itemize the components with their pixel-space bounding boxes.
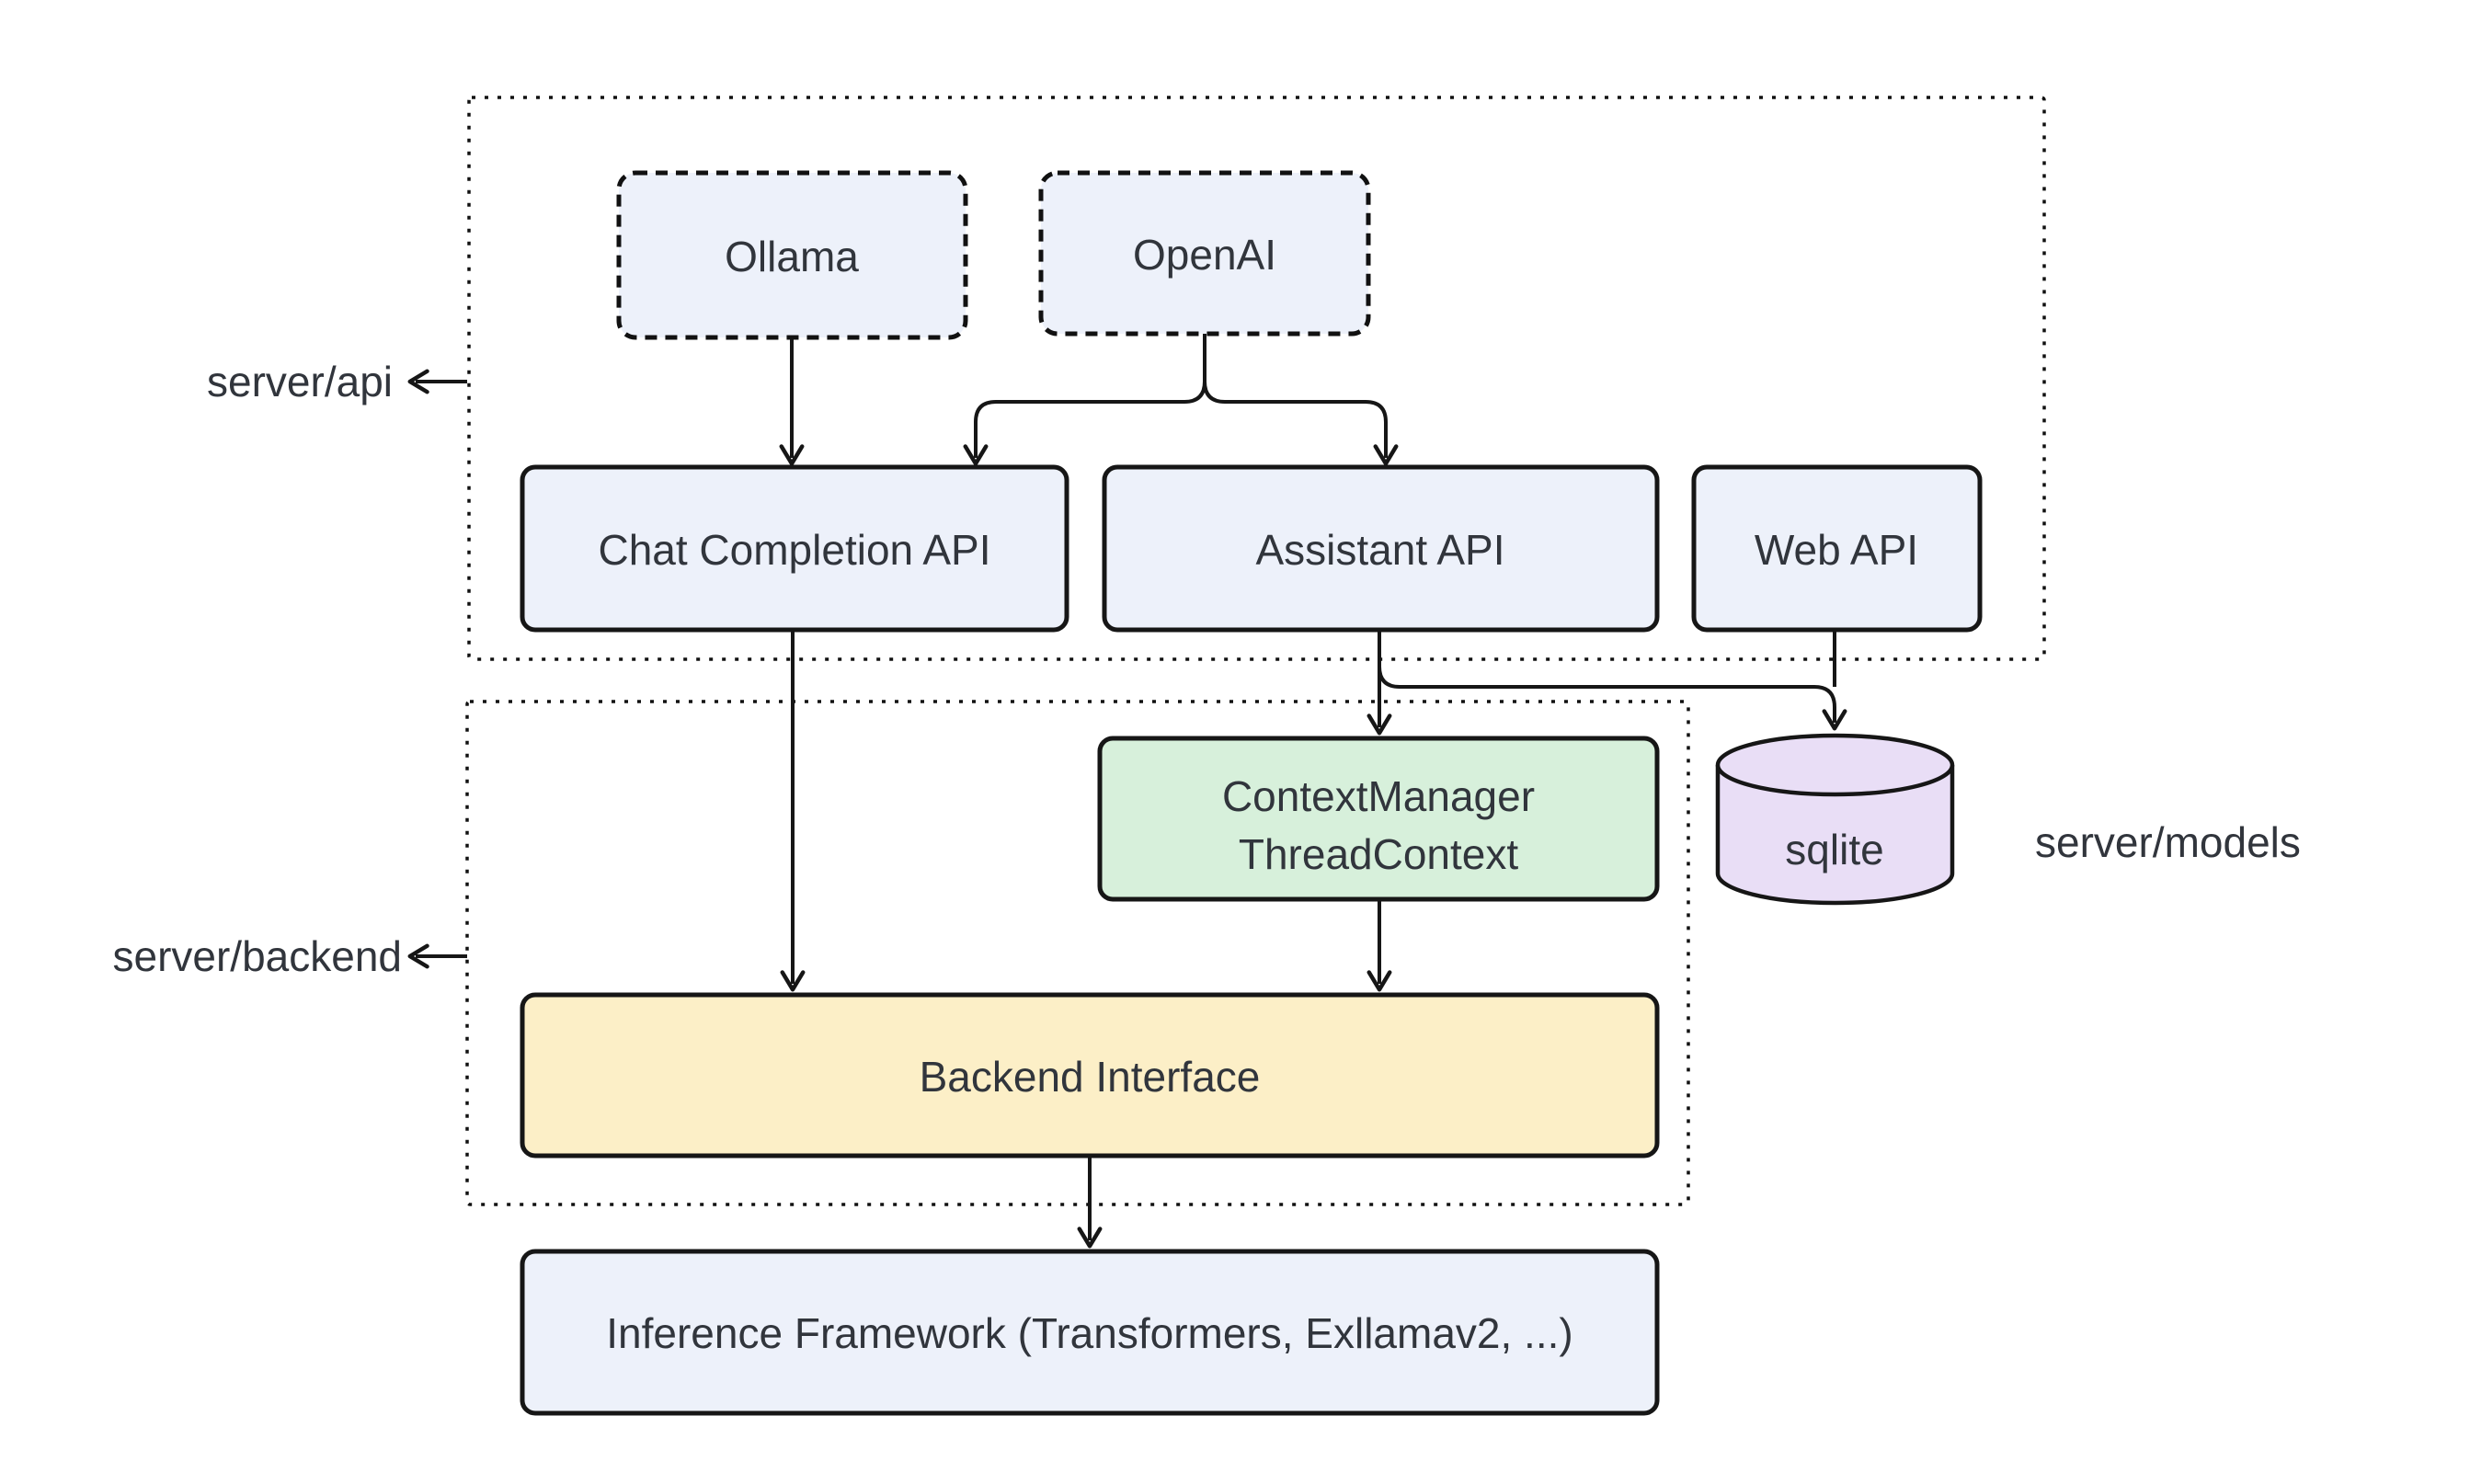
node-openai-label: OpenAI: [1133, 231, 1276, 279]
node-context-manager-label-line2: ThreadContext: [1239, 830, 1518, 878]
node-ollama-label: Ollama: [725, 233, 859, 280]
server-models-group-label: server/models: [2035, 818, 2301, 866]
edge-openai-to-chat-completion: [963, 334, 1206, 466]
node-sqlite-label: sqlite: [1785, 826, 1883, 873]
node-assistant-api-label: Assistant API: [1255, 526, 1504, 574]
edge-openai-to-assistant-api: [1203, 381, 1399, 466]
edge-assistant-api-to-sqlite: [1378, 630, 1847, 731]
node-web-api-label: Web API: [1755, 526, 1918, 574]
node-chat-completion-api: [520, 464, 1069, 633]
server-backend-group-label: server/backend: [113, 932, 403, 980]
node-assistant-api: [1102, 464, 1660, 633]
server-api-group-label: server/api: [207, 358, 393, 405]
sqlite-cylinder-top: [1715, 733, 1955, 797]
node-backend-interface: [520, 992, 1660, 1159]
node-web-api: [1691, 464, 1983, 633]
sqlite-cylinder-body: [1715, 765, 1955, 906]
node-sqlite-database-cylinder: sqlite: [1715, 733, 1955, 906]
node-ollama: [616, 170, 968, 340]
node-context-manager: [1097, 736, 1660, 902]
node-inference-framework-label: Inference Framework (Transformers, Exlla…: [606, 1309, 1572, 1357]
node-openai: [1038, 170, 1371, 337]
node-inference-framework: [520, 1249, 1660, 1416]
node-context-manager-label-line1: ContextManager: [1222, 772, 1535, 820]
node-backend-interface-label: Backend Interface: [920, 1053, 1261, 1101]
server-backend-group-box: [465, 700, 1690, 1206]
node-chat-completion-api-label: Chat Completion API: [598, 526, 990, 574]
